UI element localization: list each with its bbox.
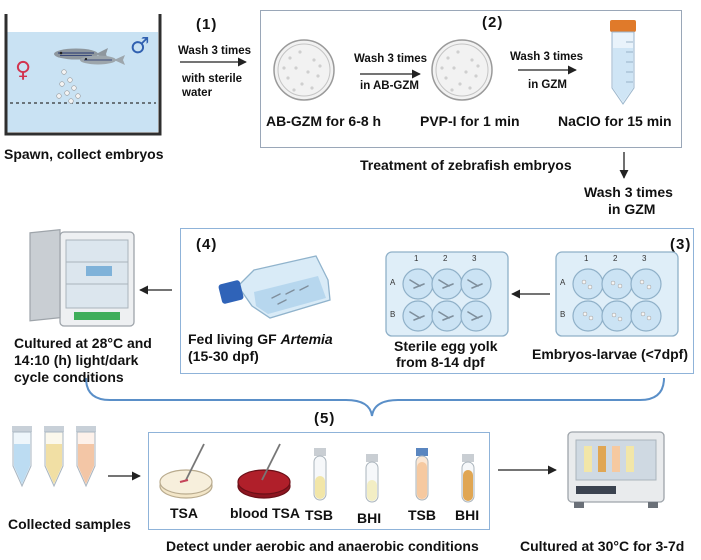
arrow2-line1: Wash 3 times	[510, 51, 584, 63]
dish1-label: AB-GZM for 6-8 h	[266, 113, 382, 129]
step5-number: (5)	[314, 410, 336, 427]
female-symbol: ♀	[15, 58, 32, 83]
incubator-28c	[29, 229, 135, 327]
fed-line1: Fed living GF Artemia	[188, 331, 333, 347]
fed-line2: (15-30 dpf)	[188, 348, 259, 364]
petri-dish-pvp-i	[431, 39, 493, 101]
cultured-30c-label: Cultured at 30°C for 3-7d	[520, 538, 685, 554]
sample-tubes	[12, 426, 96, 488]
tsb-tube-2	[415, 448, 429, 501]
medium-bhi-2: BHI	[455, 507, 480, 523]
egg-yolk-line2: from 8-14 dpf	[396, 354, 485, 370]
arrow1-line1: Wash 3 times	[354, 53, 428, 65]
spawn-caption: Spawn, collect embryos	[4, 146, 164, 162]
medium-tsb-2: TSB	[408, 507, 436, 523]
arrow1-line2: in AB-GZM	[360, 80, 419, 92]
tsb-tube-1	[313, 448, 327, 501]
fish-tank	[4, 10, 164, 138]
tsa-plate	[159, 443, 213, 499]
bhi-tube-2	[461, 454, 475, 503]
step3-number: (3)	[670, 236, 692, 253]
step1-number: (1)	[196, 16, 218, 33]
medium-tsb-1: TSB	[305, 507, 333, 523]
arrow2-line2: in GZM	[528, 79, 567, 91]
incubator-line1: Cultured at 28°C and	[14, 335, 152, 351]
detection-caption: Detect under aerobic and anaerobic condi…	[166, 538, 479, 554]
after-wash-line2: in GZM	[608, 201, 656, 217]
culture-flask	[218, 255, 331, 319]
medium-blood-tsa: blood TSA	[230, 505, 300, 521]
tube-label: NaClO for 15 min	[558, 113, 672, 129]
step4-number: (4)	[196, 236, 218, 253]
step1-wash-line2: with sterile	[182, 73, 243, 85]
dish2-label: PVP-I for 1 min	[420, 113, 520, 129]
medium-tsa: TSA	[170, 505, 198, 521]
falcon-tube	[610, 20, 636, 105]
egg-yolk-line1: Sterile egg yolk	[394, 338, 498, 354]
collected-samples-label: Collected samples	[8, 516, 131, 532]
anaerobic-incubator	[567, 431, 665, 508]
well-plate-egg-yolk	[385, 251, 509, 337]
bhi-tube-1	[365, 454, 379, 503]
incubator-line2: 14:10 (h) light/dark	[14, 352, 139, 368]
treatment-caption: Treatment of zebrafish embryos	[360, 157, 572, 173]
after-wash-line1: Wash 3 times	[584, 184, 673, 200]
step2-number: (2)	[482, 14, 504, 31]
male-symbol: ♂	[130, 34, 150, 59]
petri-dish-ab-gzm	[273, 39, 335, 101]
incubator-line3: cycle conditions	[14, 369, 124, 385]
step1-wash-line1: Wash 3 times	[178, 45, 252, 57]
step1-wash-line3: water	[182, 87, 213, 99]
embryos-larvae-label: Embryos-larvae (<7dpf)	[532, 346, 688, 362]
blood-tsa-plate	[237, 443, 291, 499]
well-plate-embryos	[555, 251, 679, 337]
medium-bhi-1: BHI	[357, 510, 382, 526]
